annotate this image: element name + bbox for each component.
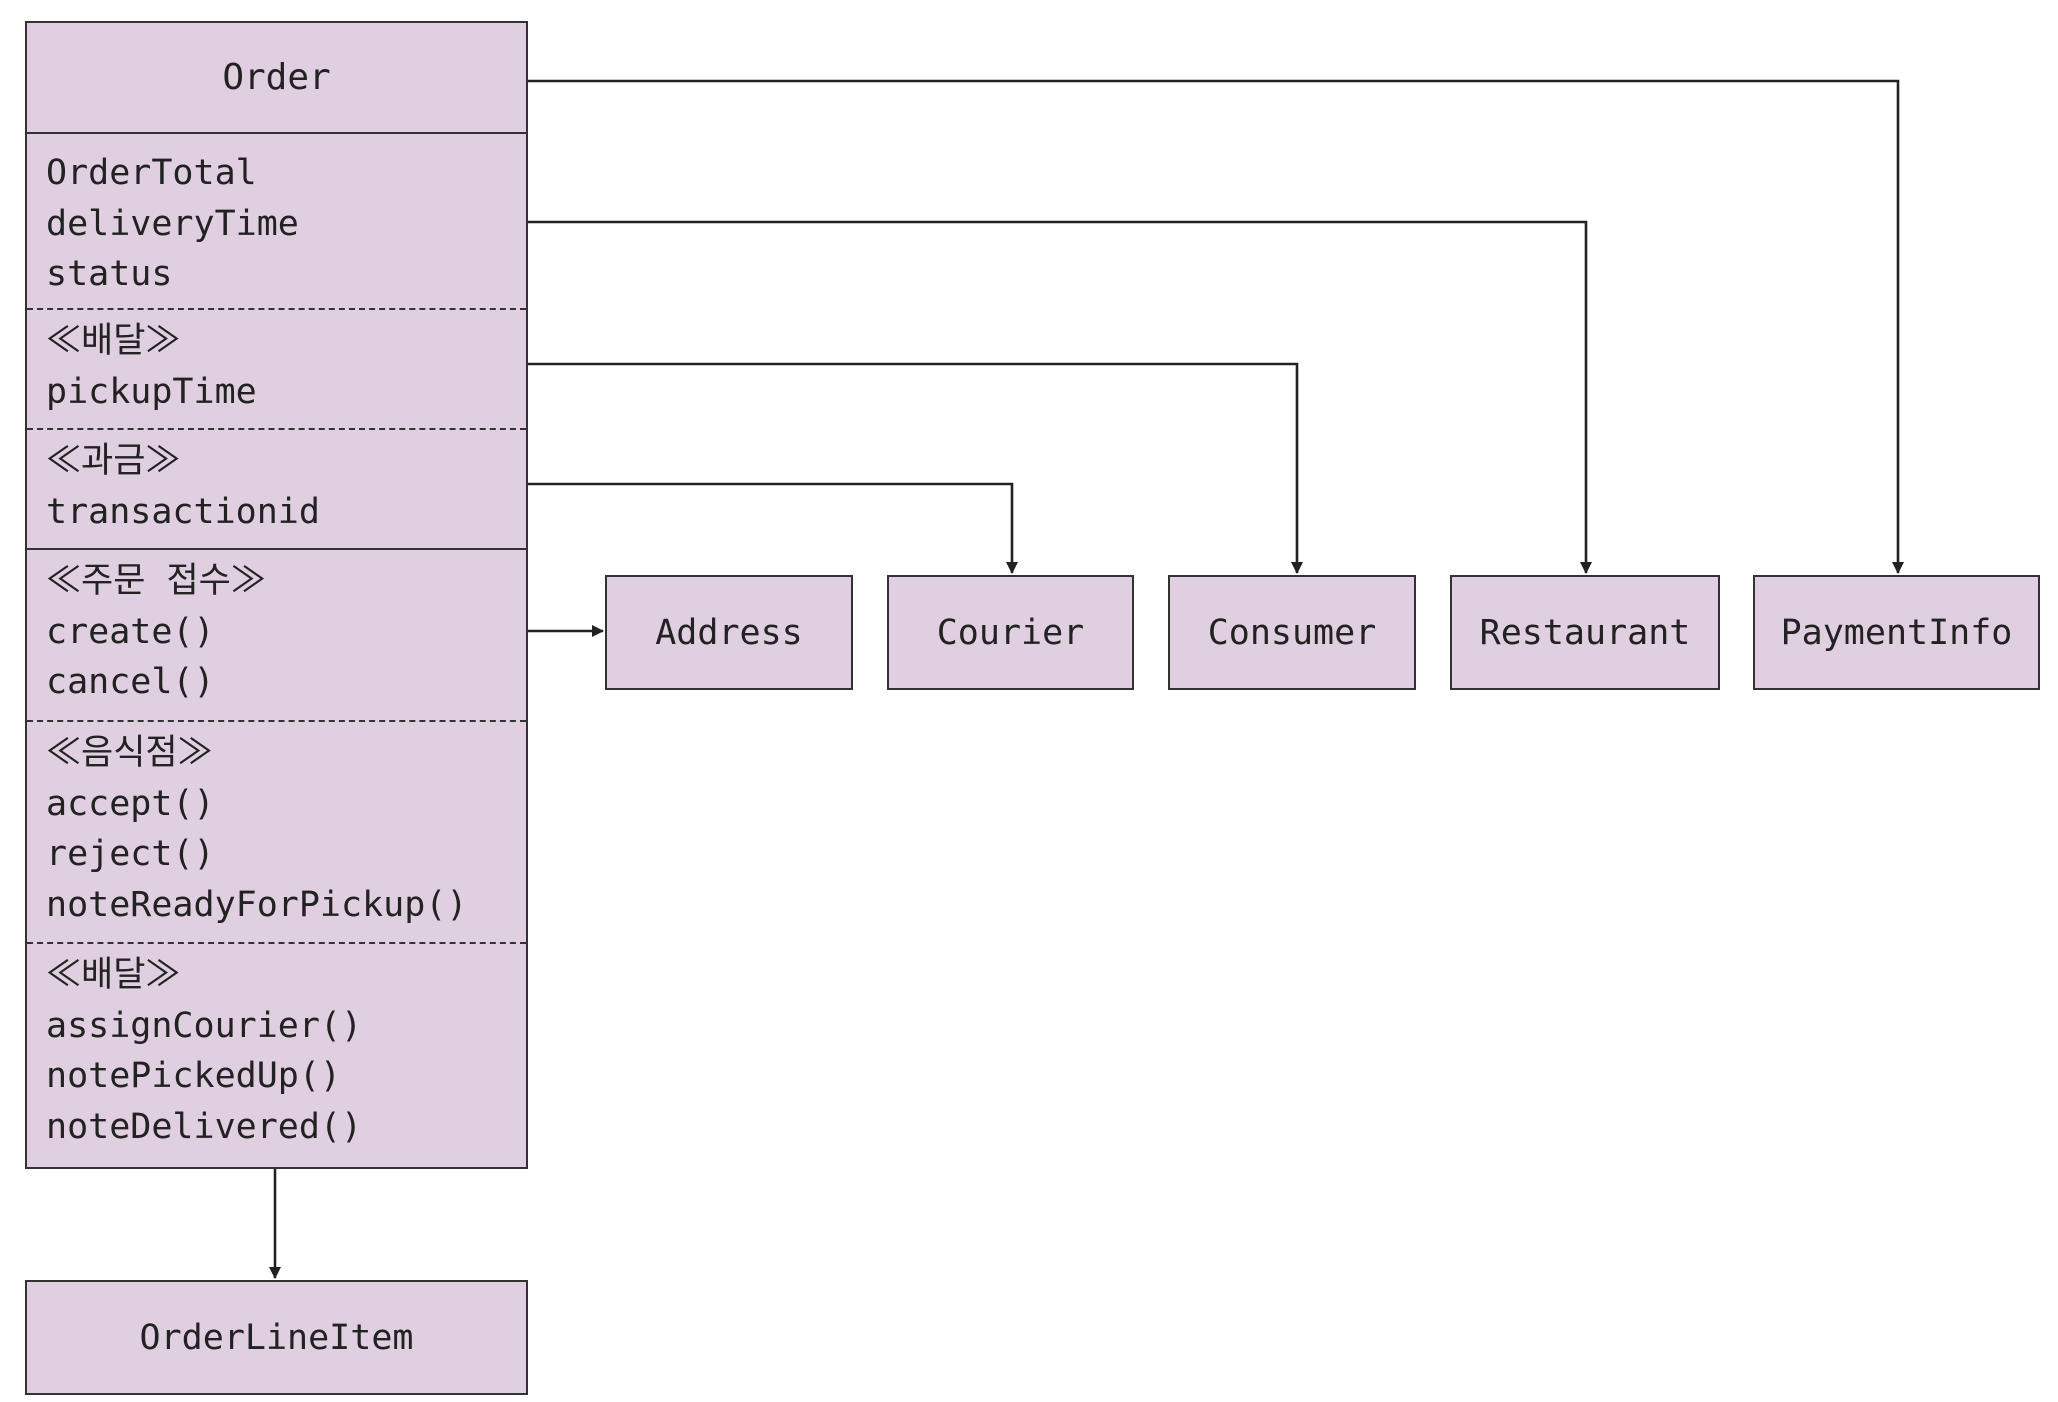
operation-note-ready-for-pickup: noteReadyForPickup()	[46, 884, 468, 925]
operation-create: create()	[46, 611, 215, 652]
order-class-box: Order OrderTotal deliveryTime status ≪배달…	[25, 21, 528, 1169]
stereotype-delivery-ops: ≪배달≫	[46, 955, 181, 995]
arrow-order-to-consumer	[528, 362, 1303, 574]
stereotype-delivery: ≪배달≫	[46, 321, 181, 361]
courier-class-box: Courier	[887, 575, 1134, 690]
attribute-order-total: OrderTotal	[46, 153, 257, 193]
attribute-delivery-time: deliveryTime	[46, 203, 299, 244]
restaurant-class-box: Restaurant	[1450, 575, 1720, 690]
attribute-status: status	[46, 254, 173, 294]
operation-accept: accept()	[46, 783, 215, 824]
payment-info-class-box: PaymentInfo	[1753, 575, 2040, 690]
order-class-title: Order	[27, 23, 526, 134]
order-line-item-class-box: OrderLineItem	[25, 1280, 528, 1395]
operation-reject: reject()	[46, 834, 215, 874]
arrow-order-to-payment-info	[528, 79, 1904, 574]
operation-note-delivered: noteDelivered()	[46, 1106, 363, 1147]
arrow-order-to-courier	[528, 482, 1018, 574]
consumer-class-box: Consumer	[1168, 575, 1416, 690]
address-class-box: Address	[605, 575, 853, 690]
delivery-operations-section: ≪배달≫ assignCourier() notePickedUp() note…	[27, 942, 526, 1166]
arrow-order-to-restaurant	[528, 220, 1592, 574]
attribute-transaction-id: transactionid	[46, 491, 320, 532]
order-taking-operations-section: ≪주문 접수≫ create() cancel()	[27, 548, 526, 720]
operation-note-picked-up: notePickedUp()	[46, 1056, 342, 1096]
order-attributes-section: OrderTotal deliveryTime status	[27, 134, 526, 308]
restaurant-operations-section: ≪음식점≫ accept() reject() noteReadyForPick…	[27, 720, 526, 942]
attribute-pickup-time: pickupTime	[46, 371, 257, 412]
stereotype-restaurant: ≪음식점≫	[46, 733, 213, 773]
operation-assign-courier: assignCourier()	[46, 1005, 363, 1046]
billing-attributes-section: ≪과금≫ transactionid	[27, 428, 526, 548]
stereotype-billing: ≪과금≫	[46, 441, 181, 481]
delivery-attributes-section: ≪배달≫ pickupTime	[27, 308, 526, 428]
stereotype-order-taking: ≪주문 접수≫	[46, 561, 266, 601]
operation-cancel: cancel()	[46, 662, 215, 702]
